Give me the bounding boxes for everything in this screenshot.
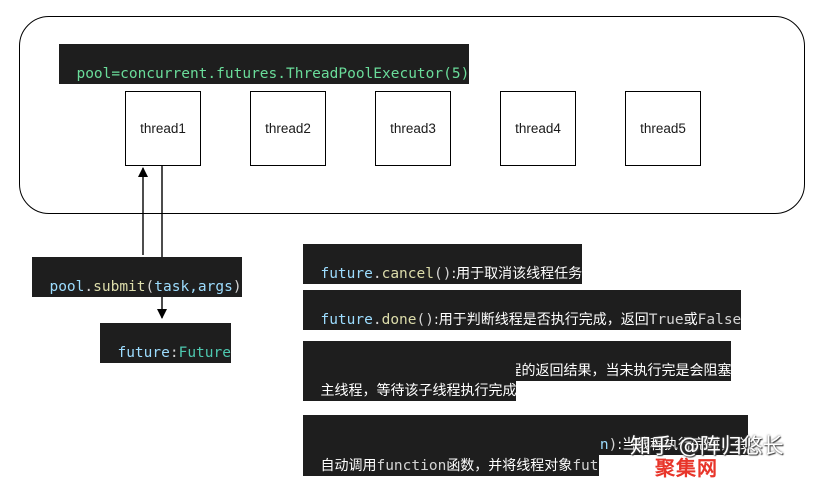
submit-code: pool.submit(task,args) [32, 257, 242, 297]
pool-creation-text: pool=concurrent.futures.ThreadPoolExecut… [76, 66, 470, 82]
thread-box-3: thread3 [375, 91, 451, 166]
callback-method-note-line2: 自动调用function函数，并将线程对象fut [303, 436, 599, 476]
thread-box-4: thread4 [500, 91, 576, 166]
watermark-site: 聚集网 [655, 456, 718, 480]
submit-method: submit [93, 279, 146, 295]
future-name: future [117, 345, 170, 361]
callback-desc-2c: fut [572, 458, 599, 474]
cancel-desc: :用于取消该线程任务 [451, 266, 583, 282]
pool-creation-code: pool=concurrent.futures.ThreadPoolExecut… [59, 44, 470, 84]
thread-label-5: thread5 [640, 121, 686, 136]
thread-box-1: thread1 [125, 91, 201, 166]
submit-args: task,args [154, 279, 233, 295]
thread-pool-container [19, 16, 805, 214]
thread-box-2: thread2 [250, 91, 326, 166]
done-true: True [648, 312, 684, 328]
callback-desc-1: :当线程执行完时，会 [617, 437, 749, 453]
done-false: False [697, 312, 742, 328]
done-desc: :用于判断线程是否执行完成，返回 [433, 312, 649, 328]
submit-dot: . [84, 279, 94, 295]
done-or: 或 [683, 312, 698, 328]
callback-desc-2a: 自动调用 [320, 458, 377, 474]
done-dot: . [372, 312, 382, 328]
thread-label-2: thread2 [265, 121, 311, 136]
done-parens: () [416, 312, 434, 328]
watermark-zhihu: 知乎 @阵归悠长 [630, 434, 784, 458]
callback-desc-2b: 函数，并将线程对象 [446, 458, 573, 474]
result-method-note-line2: 主线程，等待该子线程执行完成 [303, 361, 517, 401]
thread-box-5: thread5 [625, 91, 701, 166]
thread-label-1: thread1 [140, 121, 186, 136]
submit-obj: pool [49, 279, 85, 295]
cancel-method-note: future.cancel():用于取消该线程任务 [303, 244, 583, 284]
result-desc-2: 主线程，等待该子线程执行完成 [320, 383, 517, 399]
future-type: Future [178, 345, 231, 361]
done-obj: future [320, 312, 373, 328]
future-type-code: future:Future [100, 323, 231, 363]
submit-open: ( [145, 279, 155, 295]
done-method: done [381, 312, 417, 328]
callback-close: ) [608, 437, 618, 453]
callback-desc-2-fn: function [376, 458, 447, 474]
cancel-dot: . [372, 266, 382, 282]
thread-label-3: thread3 [390, 121, 436, 136]
cancel-obj: future [320, 266, 373, 282]
thread-label-4: thread4 [515, 121, 561, 136]
done-method-note: future.done():用于判断线程是否执行完成，返回True或False [303, 290, 742, 330]
cancel-parens: () [433, 266, 452, 282]
submit-close: ) [232, 279, 242, 295]
result-desc-1: ：获取线程的返回结果，当未执行完是会阻塞 [451, 363, 732, 379]
cancel-method: cancel [381, 266, 434, 282]
future-colon: : [169, 345, 179, 361]
